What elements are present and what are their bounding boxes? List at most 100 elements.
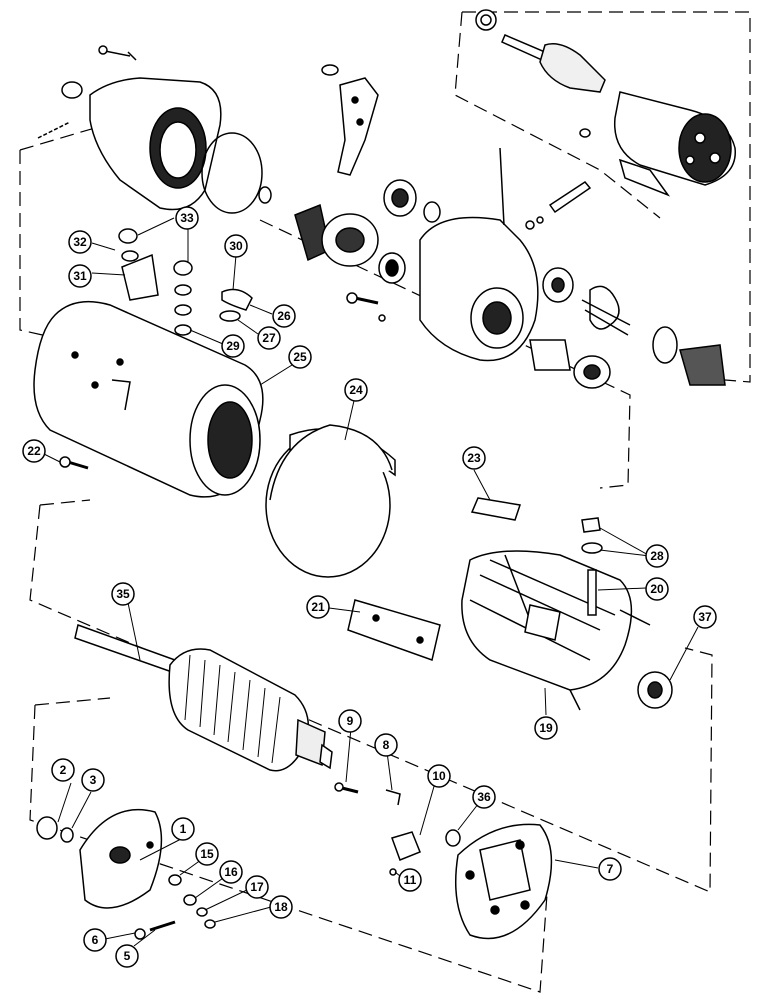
terminal-strap: [121, 253, 159, 301]
callout-31-label: 31: [73, 269, 87, 283]
terminal-hardware: [118, 228, 253, 336]
field-frame-housing: [33, 300, 264, 498]
lever-pin: [321, 64, 339, 76]
drive-pinion-assembly: [294, 179, 441, 284]
armature-shaft: [74, 624, 176, 673]
callout-36: 36: [472, 785, 496, 809]
callout-37: 37: [693, 605, 717, 629]
insulator-washer: [219, 310, 241, 322]
shift-lever: [337, 77, 379, 176]
callout-30: 30: [224, 234, 248, 258]
callout-33-label: 33: [180, 211, 194, 225]
callout-28: 28: [645, 544, 669, 568]
callout-2: 2: [51, 758, 75, 782]
housing-stud: [499, 147, 505, 226]
callout-25-label: 25: [293, 350, 307, 364]
callout-31: 31: [68, 264, 92, 288]
intermediate-housing: [346, 147, 726, 389]
terminal-washer-a: [174, 284, 192, 296]
frame-group-outline: [29, 499, 713, 893]
callout-2-label: 2: [60, 763, 67, 777]
housing-pin: [37, 121, 71, 139]
callout-18: 18: [269, 895, 293, 919]
insulator-strip: [470, 497, 521, 521]
terminal-insulator: [221, 288, 253, 311]
callout-26: 26: [272, 304, 296, 328]
callout-21: 21: [306, 595, 330, 619]
field-terminal-stud: [587, 569, 597, 616]
end-washer: [60, 827, 74, 843]
terminal-washer-c: [174, 324, 192, 336]
callout-22-label: 22: [27, 444, 41, 458]
callout-24: 24: [344, 378, 368, 402]
plunger-terminal: [679, 344, 726, 386]
lock-ring: [258, 186, 272, 204]
brush-lead-screw: [341, 786, 359, 794]
housing-o-ring: [201, 132, 263, 214]
plunger-pin: [548, 181, 592, 214]
armature-commutator: [295, 718, 326, 767]
terminal-washer-28: [581, 542, 603, 554]
callout-22: 22: [22, 439, 46, 463]
callout-23-label: 23: [467, 451, 481, 465]
callout-27-label: 27: [262, 331, 276, 345]
solenoid-small-screw: [579, 128, 591, 138]
callout-35: 35: [111, 582, 135, 606]
callout-37-label: 37: [698, 610, 712, 624]
callout-36-label: 36: [477, 790, 491, 804]
callout-15: 15: [195, 842, 219, 866]
callout-28-label: 28: [650, 549, 664, 563]
callout-8-label: 8: [383, 738, 390, 752]
brush-holder-spring: [385, 789, 401, 806]
callout-32: 32: [68, 230, 92, 254]
screw-nut-15: [168, 874, 182, 886]
return-spring-seal: [652, 326, 678, 364]
callout-6: 6: [83, 928, 107, 952]
pole-shoe: [347, 599, 441, 661]
callout-19: 19: [534, 716, 558, 740]
commutator-end-frame: [36, 782, 553, 940]
callout-23: 23: [462, 446, 486, 470]
terminal-nut-right: [173, 260, 193, 276]
brush-nut: [389, 868, 397, 876]
armature-core: [168, 648, 310, 772]
callout-29: 29: [221, 334, 245, 358]
end-bushing: [36, 816, 58, 840]
brush-holder-washer: [445, 829, 461, 847]
terminal-nut-top: [118, 228, 138, 244]
lockwasher-17: [196, 907, 208, 917]
callout-3: 3: [81, 768, 105, 792]
return-spring: [581, 285, 631, 336]
callout-9-label: 9: [347, 714, 354, 728]
solenoid-plunger: [539, 43, 606, 93]
through-bolt: [149, 920, 176, 932]
callout-33: 33: [175, 206, 199, 230]
callout-10: 10: [427, 764, 451, 788]
callout-1-label: 1: [180, 822, 187, 836]
callout-5: 5: [115, 944, 139, 968]
callout-9: 9: [338, 709, 362, 733]
housing-bushing: [61, 81, 83, 99]
solenoid-mount-bracket: [618, 158, 671, 197]
terminal-insulator-top: [581, 517, 601, 533]
bushing-sleeve: [529, 339, 571, 371]
washer-16: [183, 894, 197, 906]
callout-29-label: 29: [226, 339, 240, 353]
terminal-washer-b: [174, 304, 192, 316]
callout-7: 7: [598, 857, 622, 881]
callout-30-label: 30: [229, 239, 243, 253]
nut-18: [204, 919, 216, 929]
field-band: [265, 424, 396, 578]
drive-end-housing: [37, 45, 272, 214]
callout-17: 17: [245, 875, 269, 899]
armature: [74, 624, 333, 772]
callout-19-label: 19: [539, 721, 553, 735]
callout-27: 27: [257, 326, 281, 350]
callout-1: 1: [171, 817, 195, 841]
callout-5-label: 5: [124, 949, 131, 963]
callout-16-label: 16: [224, 865, 238, 879]
brush: [391, 831, 421, 861]
solenoid-assembly: [475, 9, 736, 197]
